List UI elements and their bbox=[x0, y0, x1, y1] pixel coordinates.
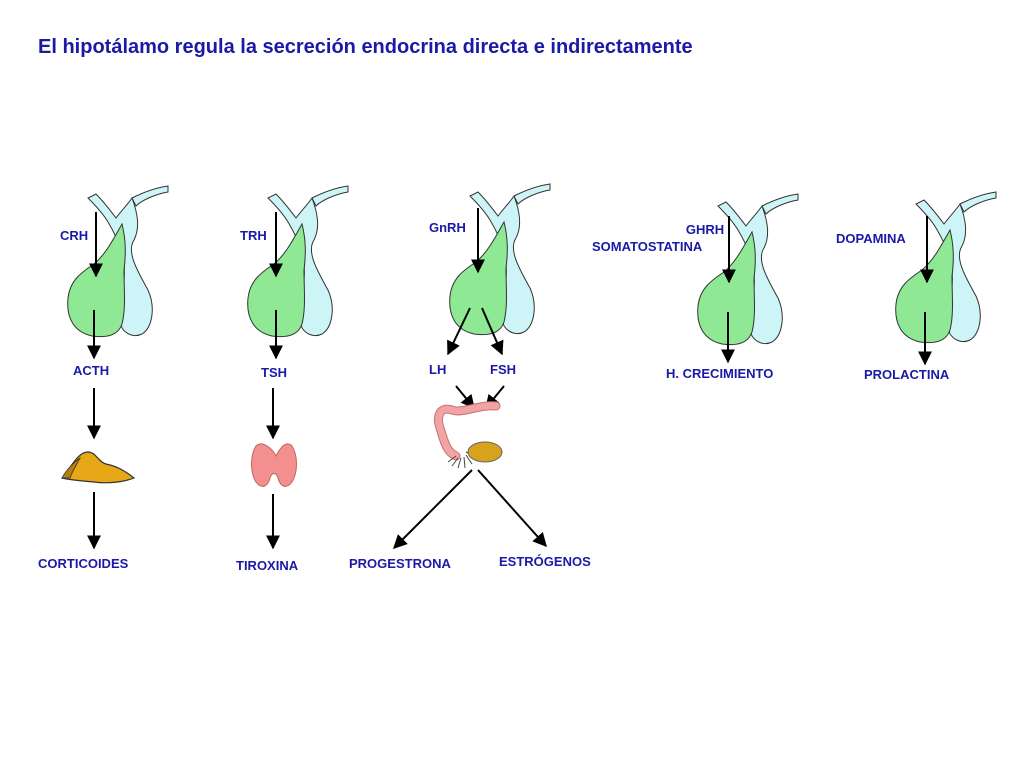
label-lh: LH bbox=[429, 362, 447, 377]
arrow-estrogenos bbox=[477, 469, 547, 548]
label-tiroxina: TIROXINA bbox=[236, 558, 299, 573]
label-tsh: TSH bbox=[261, 365, 287, 380]
label-trh: TRH bbox=[240, 228, 267, 243]
pituitary-icon bbox=[449, 183, 551, 336]
label-acth: ACTH bbox=[73, 363, 110, 378]
arrow-fsh bbox=[481, 307, 504, 356]
label-estrogenos: ESTRÓGENOS bbox=[499, 554, 591, 569]
label-ghrh: GHRH bbox=[685, 222, 725, 237]
arrow-progestrona bbox=[393, 469, 473, 549]
label-crh: CRH bbox=[60, 228, 89, 243]
pituitary-icon bbox=[67, 185, 169, 338]
thyroid-icon bbox=[251, 443, 297, 487]
adrenal-gland-icon bbox=[60, 451, 136, 484]
label-h-crecimiento: H. CRECIMIENTO bbox=[666, 366, 774, 381]
label-gnrh: GnRH bbox=[429, 220, 466, 235]
pituitary-icon bbox=[697, 193, 799, 346]
label-dopamina: DOPAMINA bbox=[836, 231, 906, 246]
label-progestrona: PROGESTRONA bbox=[349, 556, 451, 571]
pituitary-icon bbox=[895, 191, 997, 344]
page-title: El hipotálamo regula la secreción endocr… bbox=[38, 36, 693, 58]
label-prolactina: PROLACTINA bbox=[864, 367, 950, 382]
label-fsh: FSH bbox=[490, 362, 516, 377]
label-corticoides: CORTICOIDES bbox=[38, 556, 129, 571]
ovary-fallopian-tube-icon bbox=[434, 401, 503, 469]
label-somatostatina: SOMATOSTATINA bbox=[592, 239, 703, 254]
arrow-lh bbox=[447, 307, 471, 356]
pituitary-icon bbox=[247, 185, 349, 338]
